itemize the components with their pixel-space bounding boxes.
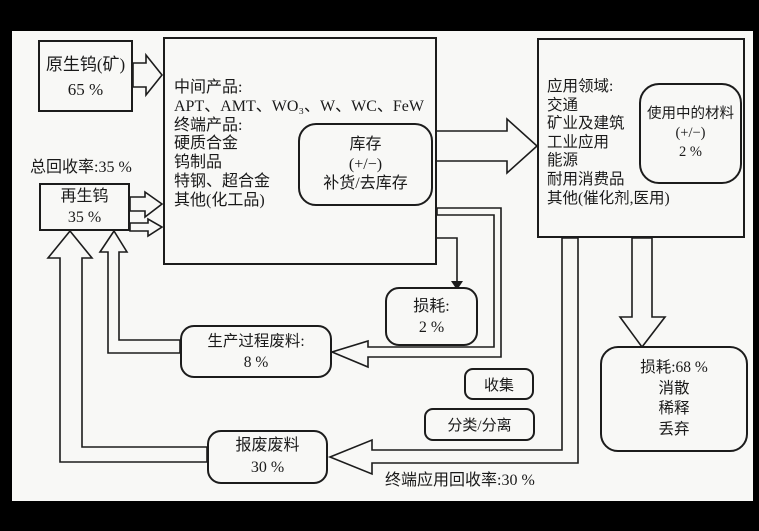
production-loss-label: 损耗: — [413, 297, 450, 315]
eol-recovery-rate-label: 终端应用回收率:30 % — [385, 472, 535, 489]
arrow-applications-to-end-scrap — [327, 237, 579, 476]
inventory-action: 补货/去库存 — [323, 175, 408, 193]
sorting-label: 分类/分离 — [447, 418, 512, 434]
in-use-value: 2 % — [679, 144, 702, 160]
arrow-secondary-to-products-lower — [129, 217, 164, 238]
box-inventory: 库存 (+/−) 补货/去库存 — [298, 123, 433, 206]
box-material-in-use: 使用中的材料 (+/−) 2 % — [639, 83, 742, 184]
production-loss-value: 2 % — [418, 318, 445, 336]
total-recovery-rate-label: 总回收率:35 % — [30, 159, 132, 176]
in-use-sign: (+/−) — [675, 125, 706, 141]
end-scrap-value: 30 % — [250, 459, 285, 476]
box-secondary-tungsten: 再生钨 35 % — [39, 183, 130, 231]
arrow-applications-to-loss — [618, 237, 667, 349]
process-scrap-label: 生产过程废料: — [207, 332, 305, 350]
arrow-products-to-production-loss-line — [437, 237, 458, 282]
box-sorting-separation: 分类/分离 — [424, 408, 535, 441]
primary-tungsten-value: 65 % — [67, 80, 104, 99]
arrow-secondary-to-products-upper — [129, 190, 164, 219]
arrow-products-to-applications — [434, 117, 539, 175]
inventory-sign: (+/−) — [348, 155, 383, 173]
secondary-tungsten-value: 35 % — [67, 209, 102, 226]
box-primary-tungsten: 原生钨(矿) 65 % — [38, 40, 133, 112]
products-text: 中间产品: APT、AMT、WO₃、W、WC、FeW 终端产品: 硬质合金 钨制… — [174, 79, 424, 209]
secondary-tungsten-label: 再生钨 — [60, 188, 109, 205]
in-use-label: 使用中的材料 — [647, 106, 734, 122]
arrow-products-to-production-loss-head — [451, 281, 463, 290]
box-end-of-life-loss: 损耗:68 % 消散 稀释 丢弃 — [600, 346, 748, 452]
inventory-label: 库存 — [349, 136, 382, 154]
eol-loss-discard: 丢弃 — [658, 420, 690, 438]
box-collection: 收集 — [464, 368, 534, 400]
arrow-products-to-process-scrap — [329, 207, 502, 369]
eol-loss-dilute: 稀释 — [658, 400, 690, 417]
eol-loss-dissipate: 消散 — [658, 379, 690, 397]
primary-tungsten-label: 原生钨(矿) — [45, 55, 126, 74]
box-process-scrap: 生产过程废料: 8 % — [180, 325, 332, 378]
box-production-loss: 损耗: 2 % — [385, 287, 478, 346]
box-end-of-life-scrap: 报废废料 30 % — [207, 430, 328, 484]
applications-text: 应用领域: 交通 矿业及建筑 工业应用 能源 耐用消费品 其他(催化剂,医用) — [547, 78, 670, 207]
process-scrap-value: 8 % — [243, 353, 269, 371]
end-scrap-label: 报废废料 — [235, 437, 300, 454]
arrow-primary-to-products — [132, 52, 164, 98]
collection-label: 收集 — [483, 377, 514, 394]
eol-loss-value: 损耗:68 % — [640, 359, 708, 376]
